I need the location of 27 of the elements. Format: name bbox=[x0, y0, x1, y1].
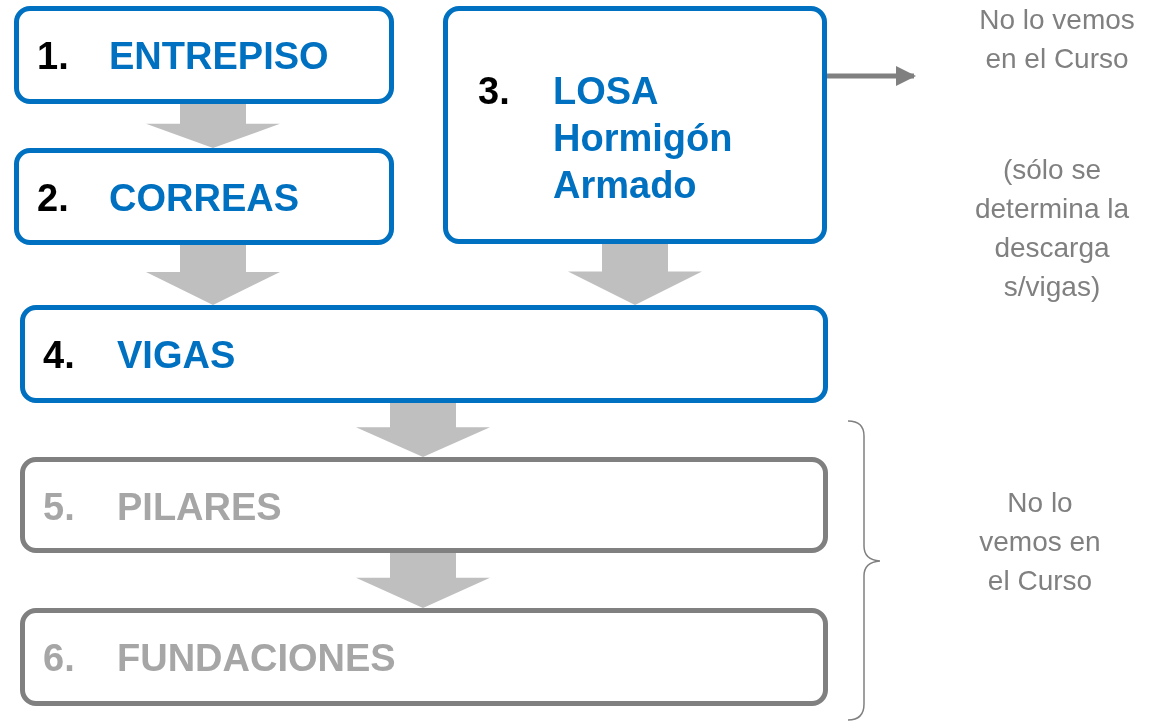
note-text: No lo vemos en el Curso bbox=[978, 486, 1102, 598]
step-label: LOSA Hormigón Armado bbox=[553, 69, 734, 208]
step-label: ENTREPISO bbox=[109, 34, 329, 79]
note-text: (sólo se determina la descarga s/vigas) bbox=[973, 153, 1131, 304]
block-arrow bbox=[356, 403, 490, 457]
step-label: VIGAS bbox=[117, 333, 236, 378]
step-label: FUNDACIONES bbox=[117, 636, 396, 681]
process-box bbox=[20, 608, 828, 706]
process-box bbox=[20, 305, 828, 403]
arrow bbox=[827, 66, 916, 86]
process-box bbox=[14, 148, 394, 245]
process-box bbox=[20, 457, 828, 553]
process-box bbox=[14, 6, 394, 104]
block-arrow bbox=[568, 244, 702, 305]
step-label: PILARES bbox=[117, 485, 282, 530]
note-text: No lo vemos en el Curso bbox=[978, 3, 1136, 76]
step-number: 6. bbox=[43, 636, 75, 681]
block-arrow bbox=[356, 553, 490, 608]
block-arrow bbox=[146, 104, 280, 148]
step-number: 5. bbox=[43, 485, 75, 530]
step-number: 1. bbox=[37, 34, 69, 79]
step-number: 2. bbox=[37, 176, 69, 221]
step-number: 4. bbox=[43, 333, 75, 378]
process-box bbox=[443, 6, 827, 244]
step-label: CORREAS bbox=[109, 176, 300, 221]
block-arrow bbox=[146, 245, 280, 305]
step-number: 3. bbox=[478, 69, 510, 114]
